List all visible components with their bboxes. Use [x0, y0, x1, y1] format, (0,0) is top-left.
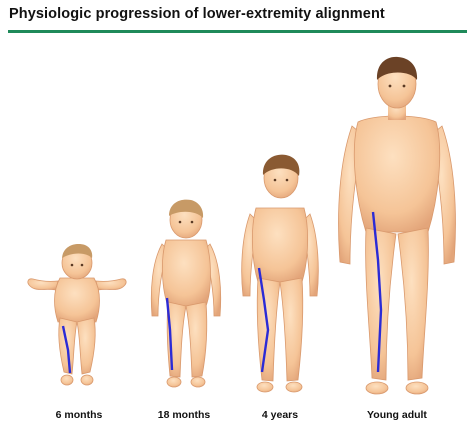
figure-child-4-years	[242, 155, 319, 392]
figure-toddler-18-months	[151, 200, 220, 387]
caption-6-months: 6 months	[56, 409, 103, 421]
caption-young-adult: Young adult	[367, 409, 427, 421]
figure-young-adult	[339, 57, 456, 394]
caption-18-months: 18 months	[158, 409, 211, 421]
caption-4-years: 4 years	[262, 409, 298, 421]
figure-infant-6-months	[28, 244, 126, 385]
